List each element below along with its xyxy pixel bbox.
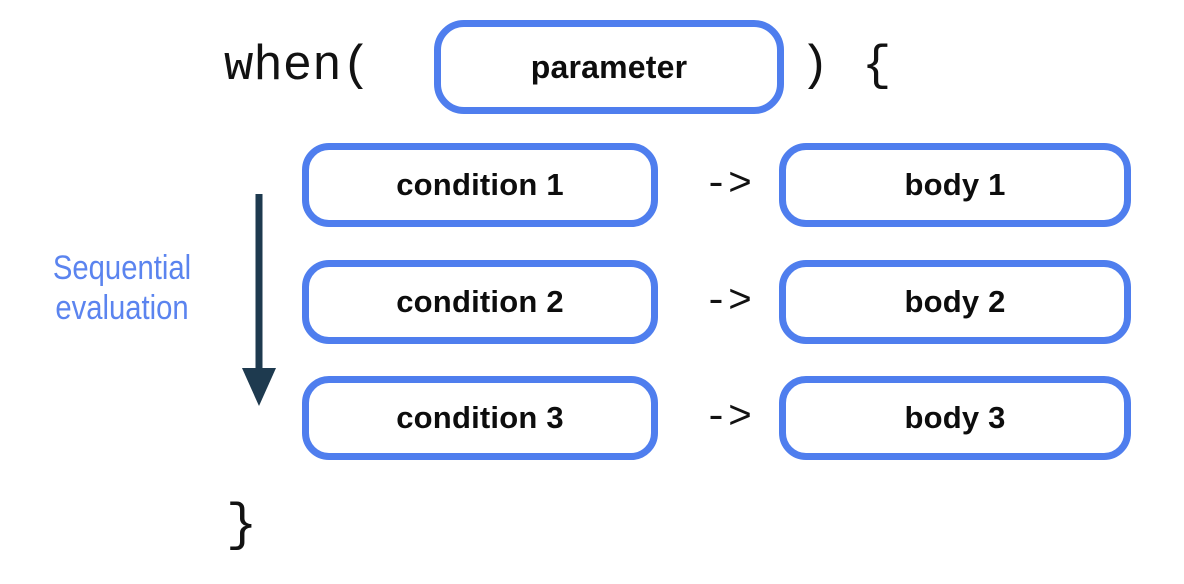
body-box-3-label: body 3 xyxy=(904,400,1006,435)
branch-arrow-2: -> xyxy=(703,280,752,325)
condition-box-1[interactable]: condition 1 xyxy=(302,143,658,227)
close-brace-text: } xyxy=(226,496,258,555)
sequential-evaluation-line-2: evaluation xyxy=(55,289,189,328)
open-brace-text: { xyxy=(862,38,892,94)
branch-arrow-1: -> xyxy=(703,163,752,208)
downward-flow-arrow-icon xyxy=(242,194,276,406)
body-box-2[interactable]: body 2 xyxy=(779,260,1131,344)
condition-box-1-label: condition 1 xyxy=(396,167,564,202)
parameter-box[interactable]: parameter xyxy=(434,20,784,114)
condition-box-3-label: condition 3 xyxy=(396,400,564,435)
branch-arrow-3: -> xyxy=(703,396,752,441)
body-box-2-label: body 2 xyxy=(904,284,1006,319)
sequential-evaluation-label: Sequential evaluation xyxy=(22,248,222,328)
parameter-box-label: parameter xyxy=(530,48,688,85)
condition-box-3[interactable]: condition 3 xyxy=(302,376,658,460)
body-box-1[interactable]: body 1 xyxy=(779,143,1131,227)
sequential-evaluation-line-1: Sequential xyxy=(52,249,192,287)
condition-box-2-label: condition 2 xyxy=(396,284,564,319)
close-paren-text: ) xyxy=(800,38,830,94)
condition-box-2[interactable]: condition 2 xyxy=(302,260,658,344)
when-keyword-text: when( xyxy=(224,38,372,94)
body-box-1-label: body 1 xyxy=(904,167,1006,202)
body-box-3[interactable]: body 3 xyxy=(779,376,1131,460)
